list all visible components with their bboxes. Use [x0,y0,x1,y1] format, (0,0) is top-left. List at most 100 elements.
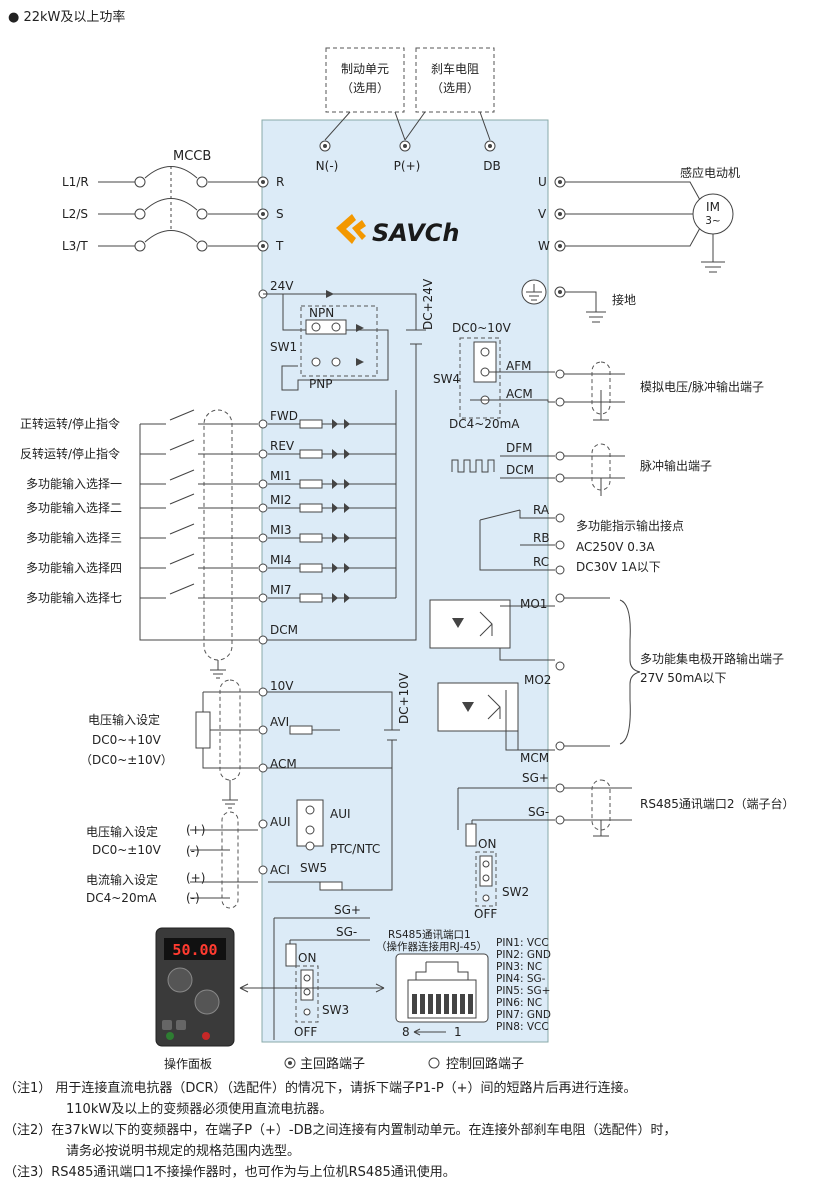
sw3-on: ON [298,951,316,965]
term-sgp1: SG+ [334,903,361,917]
aui-sel: AUI [330,807,351,821]
motor-ground-icon [701,234,725,273]
savch-logo-icon [336,214,366,244]
brake-resistor-box [415,47,495,113]
panel-dpad-icon [194,989,220,1015]
legend-ctrl: 控制回路端子 [446,1056,524,1072]
sw2-off: OFF [474,907,497,921]
afm-label: 模拟电压/脉冲输出端子 [640,379,764,394]
ground-wire [565,291,606,323]
input-l2: L2/S [62,207,88,221]
aci-set-1: 电流输入设定 [86,872,158,887]
sw2-label: SW2 [502,885,529,899]
term-mi2: MI2 [270,493,292,507]
avi-set-2: DC0~+10V [92,733,162,747]
aci-minus: (-) [186,891,200,905]
term-aui: AUI [270,815,291,829]
sw4-dc010: DC0~10V [452,321,512,335]
term-mi7: MI7 [270,583,292,597]
aci-set-2: DC4~20mA [86,891,157,905]
term-avi: AVI [270,715,289,729]
term-mi1: MI1 [270,469,292,483]
notes: （注1） 用于连接直流电抗器（DCR）（选配件）的情况下，请拆下端子P1-P（+… [4,1078,820,1183]
note-2: （注2）在37kW以下的变频器中，在端子P（+）-DB之间连接有内置制动单元。在… [4,1123,677,1138]
term-acm-dot [555,397,565,407]
pin-4: PIN4: SG- [496,973,546,985]
sw2-on: ON [478,837,496,851]
pulse-icon [451,459,495,473]
aui-ptc: PTC/NTC [330,842,380,856]
sw3-off: OFF [294,1025,317,1039]
aui-set-1: 电压输入设定 [86,824,158,839]
pulse-label: 脉冲输出端子 [640,458,712,473]
pin-5: PIN5: SG+ [496,985,550,997]
panel-run-icon [166,1032,174,1040]
bullet-icon: ● [8,10,20,25]
motor-phase: 3~ [705,215,720,227]
brake-resistor-optional: （选用） [431,81,479,95]
mccb-switches [98,166,258,252]
note-2-cont: 请务必按说明书规定的规格范围内选型。 [66,1144,301,1159]
term-rc: RC [533,555,549,569]
mo1-optocoupler-icon [429,599,511,649]
term-w: W [538,239,550,253]
mccb-label: MCCB [173,149,211,164]
ground-label: 接地 [612,292,636,307]
diode-icon [326,290,334,298]
sw4-label: SW4 [433,372,460,386]
term-rev: REV [270,439,295,453]
mo-label-2: 27V 50mA以下 [640,671,726,685]
sw3-box [295,965,319,1023]
dc24-label: DC+24V [421,278,435,330]
avi-set-1: 电压输入设定 [88,712,160,727]
pin-6: PIN6: NC [496,997,542,1009]
term-dfm: DFM [506,441,533,455]
npn-label: NPN [309,306,334,320]
term-mi3: MI3 [270,523,292,537]
pin-2: PIN2: GND [496,949,551,961]
din-label-mi4: 多功能输入选择四 [26,560,122,575]
page-header: ● 22kW及以上功率 [8,6,125,25]
term-fwd: FWD [270,409,298,423]
mo-brace [564,597,641,747]
term-rb: RB [533,531,550,545]
sw4-box [459,337,501,419]
term-acm-in: ACM [270,757,297,771]
sw3-label: SW3 [322,1003,349,1017]
pin-1: PIN1: VCC [496,937,549,949]
term-sgp2: SG+ [522,771,549,785]
note-1-cont: 110kW及以上的变频器必须使用直流电抗器。 [66,1102,333,1117]
term-dcm-out: DCM [506,463,534,477]
header-text: 22kW及以上功率 [23,10,126,25]
legend-ctrl-icon [428,1057,440,1069]
term-mi4: MI4 [270,553,292,567]
panel-knob-icon [167,967,193,993]
term-sgm2: SG- [528,805,549,819]
afm-out-wires [564,373,625,421]
optocoupler-icons [332,419,350,603]
term-r: R [276,175,284,189]
term-t: T [275,239,284,253]
note-3: （注3）RS485通讯端口1不接操作器时，也可作为与上位机RS485通讯使用。 [4,1165,456,1180]
aci-plus: (+) [186,871,205,885]
brake-unit-label: 制动单元 [341,62,389,76]
aui-plus: (+) [186,823,205,837]
ground-mark [526,284,542,301]
term-sgm1: SG- [336,925,357,939]
afm-wires [470,371,555,403]
pulse-wires [500,455,625,496]
note-1: （注1） 用于连接直流电抗器（DCR）（选配件）的情况下，请拆下端子P1-P（+… [4,1081,637,1096]
din-label-mi3: 多功能输入选择三 [26,530,122,545]
din-label-mi1: 多功能输入选择一 [26,476,122,491]
term-v: V [538,207,547,221]
rj45-pin8: 8 [402,1025,410,1039]
relay-label-1: 多功能指示输出接点 [576,518,684,533]
relay-label-2: AC250V 0.3A [576,540,655,554]
digital-input-rows [139,390,397,679]
power-rail [263,293,417,641]
panel-label: 操作面板 [164,1056,212,1071]
term-mcm: MCM [520,751,549,765]
sw1-label: SW1 [270,340,297,354]
input-l1: L1/R [62,175,89,189]
aui-set-2: DC0~±10V [92,843,162,857]
